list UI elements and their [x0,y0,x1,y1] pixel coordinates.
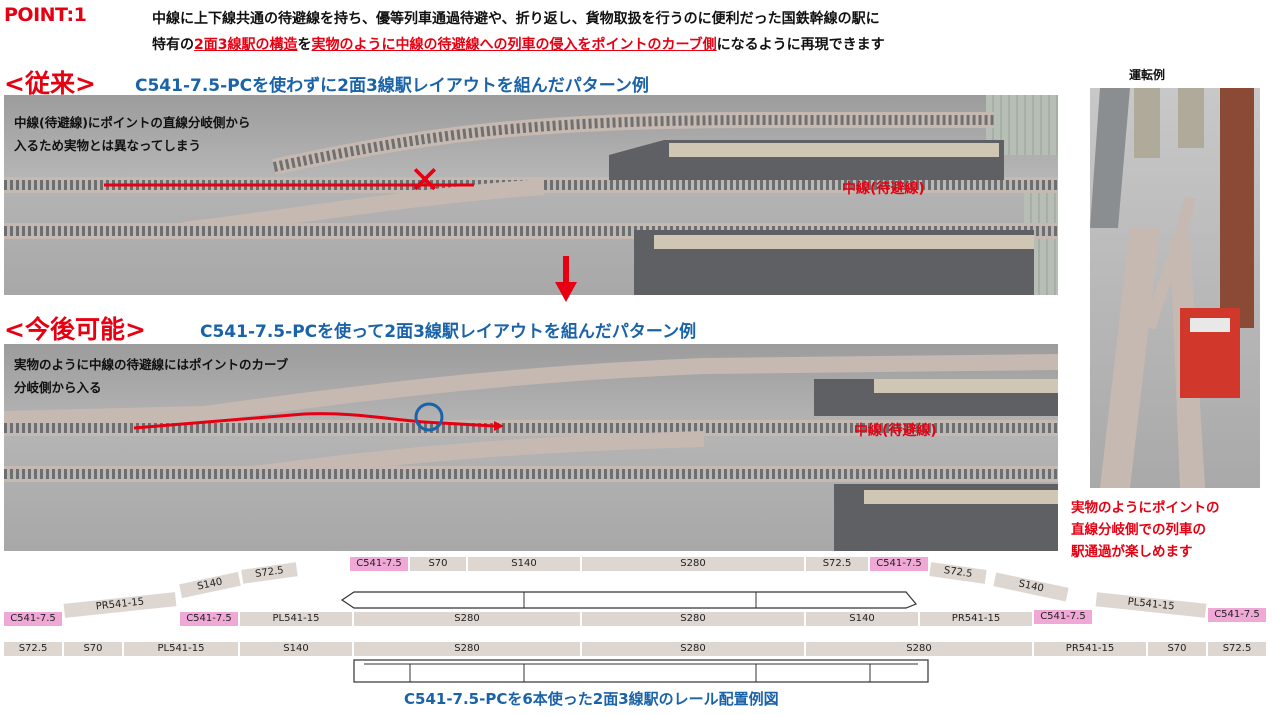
track-piece: C541-7.5 [350,557,408,571]
track-piece: S280 [582,557,804,571]
before-track-drawing [4,112,1058,295]
track-plan-caption: C541-7.5-PCを6本使った2面3線駅のレール配置例図 [404,690,779,708]
operation-photo [1090,88,1260,488]
after-note: 実物のように中線の待避線にはポイントのカーブ分岐側から入る [14,353,288,399]
track-piece: S72.5 [4,642,62,656]
header-highlight-2: 実物のように中線の待避線への列車の侵入をポイントのカーブ側 [311,37,717,53]
header-text: になるように再現できます [716,37,885,53]
track-piece: S72.5 [1208,642,1266,656]
track-piece: S280 [582,642,804,656]
track-piece: PR541-15 [920,612,1032,626]
track-piece: S70 [64,642,122,656]
header-highlight-1: 2面3線駅の構造 [194,37,298,53]
before-note-line-2: 入るため実物とは異なってしまう [14,138,201,153]
before-note: 中線(待避線)にポイントの直線分岐側から入るため実物とは異なってしまう [14,111,250,157]
after-bracket: <今後可能> [4,315,146,344]
before-bracket: <従来> [4,69,96,98]
header-line-1: 中線に上下線共通の待避線を持ち、優等列車通過待避や、折り返し、貨物取扱を行うのに… [152,11,880,27]
operation-desc-line-1: 実物のようにポイントの [1071,500,1220,516]
before-photo: ✕ 中線(待避線)にポイントの直線分岐側から入るため実物とは異なってしまう 中線… [4,95,1058,295]
operation-label: 運転例 [1129,68,1166,82]
after-title: C541-7.5-PCを使って2面3線駅レイアウトを組んだパターン例 [200,322,697,342]
track-plan: S140 S72.5 C541-7.5 S70 S140 S280 S72.5 … [4,552,1266,692]
after-note-line-1: 実物のように中線の待避線にはポイントのカーブ [14,357,289,372]
track-piece: PR541-15 [1034,642,1146,656]
track-piece: S280 [806,642,1032,656]
track-piece: C541-7.5 [1208,608,1266,622]
after-note-line-2: 分岐側から入る [14,380,102,395]
operation-desc-line-3: 駅通過が楽しめます [1071,544,1193,560]
track-piece: S70 [1148,642,1206,656]
operation-drawing [1090,88,1254,488]
platform-outlines [340,591,929,683]
header-text: 特有の [152,37,194,53]
down-arrow-icon [555,256,577,302]
before-note-line-1: 中線(待避線)にポイントの直線分岐側から [14,115,251,130]
error-x-mark: ✕ [409,158,441,202]
track-piece: S72.5 [806,557,868,571]
track-piece: C541-7.5 [870,557,928,571]
track-piece: PL541-15 [240,612,352,626]
before-title: C541-7.5-PCを使わずに2面3線駅レイアウトを組んだパターン例 [135,76,649,96]
track-piece: S280 [582,612,804,626]
after-track-drawing [4,354,1058,551]
track-piece: C541-7.5 [4,612,62,626]
track-piece: S280 [354,642,580,656]
before-middle-label: 中線(待避線) [842,181,925,197]
track-piece: S280 [354,612,580,626]
operation-desc-line-2: 直線分岐側での列車の [1071,522,1206,538]
track-piece: C541-7.5 [180,612,238,626]
track-piece: S140 [806,612,918,626]
operation-desc: 実物のようにポイントの直線分岐側での列車の駅通過が楽しめます [1071,497,1220,563]
track-piece: S70 [410,557,466,571]
header-text: を [297,37,312,53]
header-line-2: 特有の2面3線駅の構造を実物のように中線の待避線への列車の侵入をポイントのカーブ… [152,34,885,54]
track-piece: S140 [240,642,352,656]
after-photo: 実物のように中線の待避線にはポイントのカーブ分岐側から入る 中線(待避線) [4,344,1058,551]
track-piece: PL541-15 [124,642,238,656]
after-middle-label: 中線(待避線) [854,423,937,439]
point-label: POINT:1 [4,4,87,26]
track-piece: C541-7.5 [1034,610,1092,624]
track-piece: S140 [468,557,580,571]
